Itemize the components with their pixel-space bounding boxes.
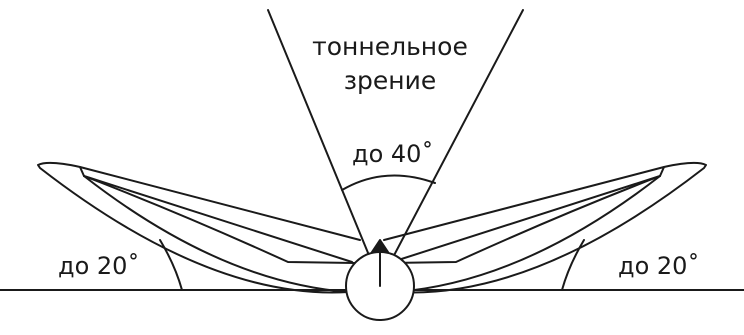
right-angle-label: до 20˚ (618, 252, 699, 280)
left-angle-label: до 20˚ (58, 252, 139, 280)
tunnel-vision-label: тоннельное зрение (300, 30, 480, 98)
top-angle-label: до 40˚ (352, 140, 433, 168)
tunnel-vision-label-line1: тоннельное (300, 30, 480, 64)
left-angle-arc (160, 240, 182, 290)
left-wing-line (84, 176, 352, 262)
right-angle-arc (562, 240, 584, 290)
tunnel-vision-label-line2: зрение (300, 64, 480, 98)
head-crest (372, 240, 388, 252)
top-angle-arc (342, 175, 435, 190)
right-wing-line (392, 176, 660, 262)
